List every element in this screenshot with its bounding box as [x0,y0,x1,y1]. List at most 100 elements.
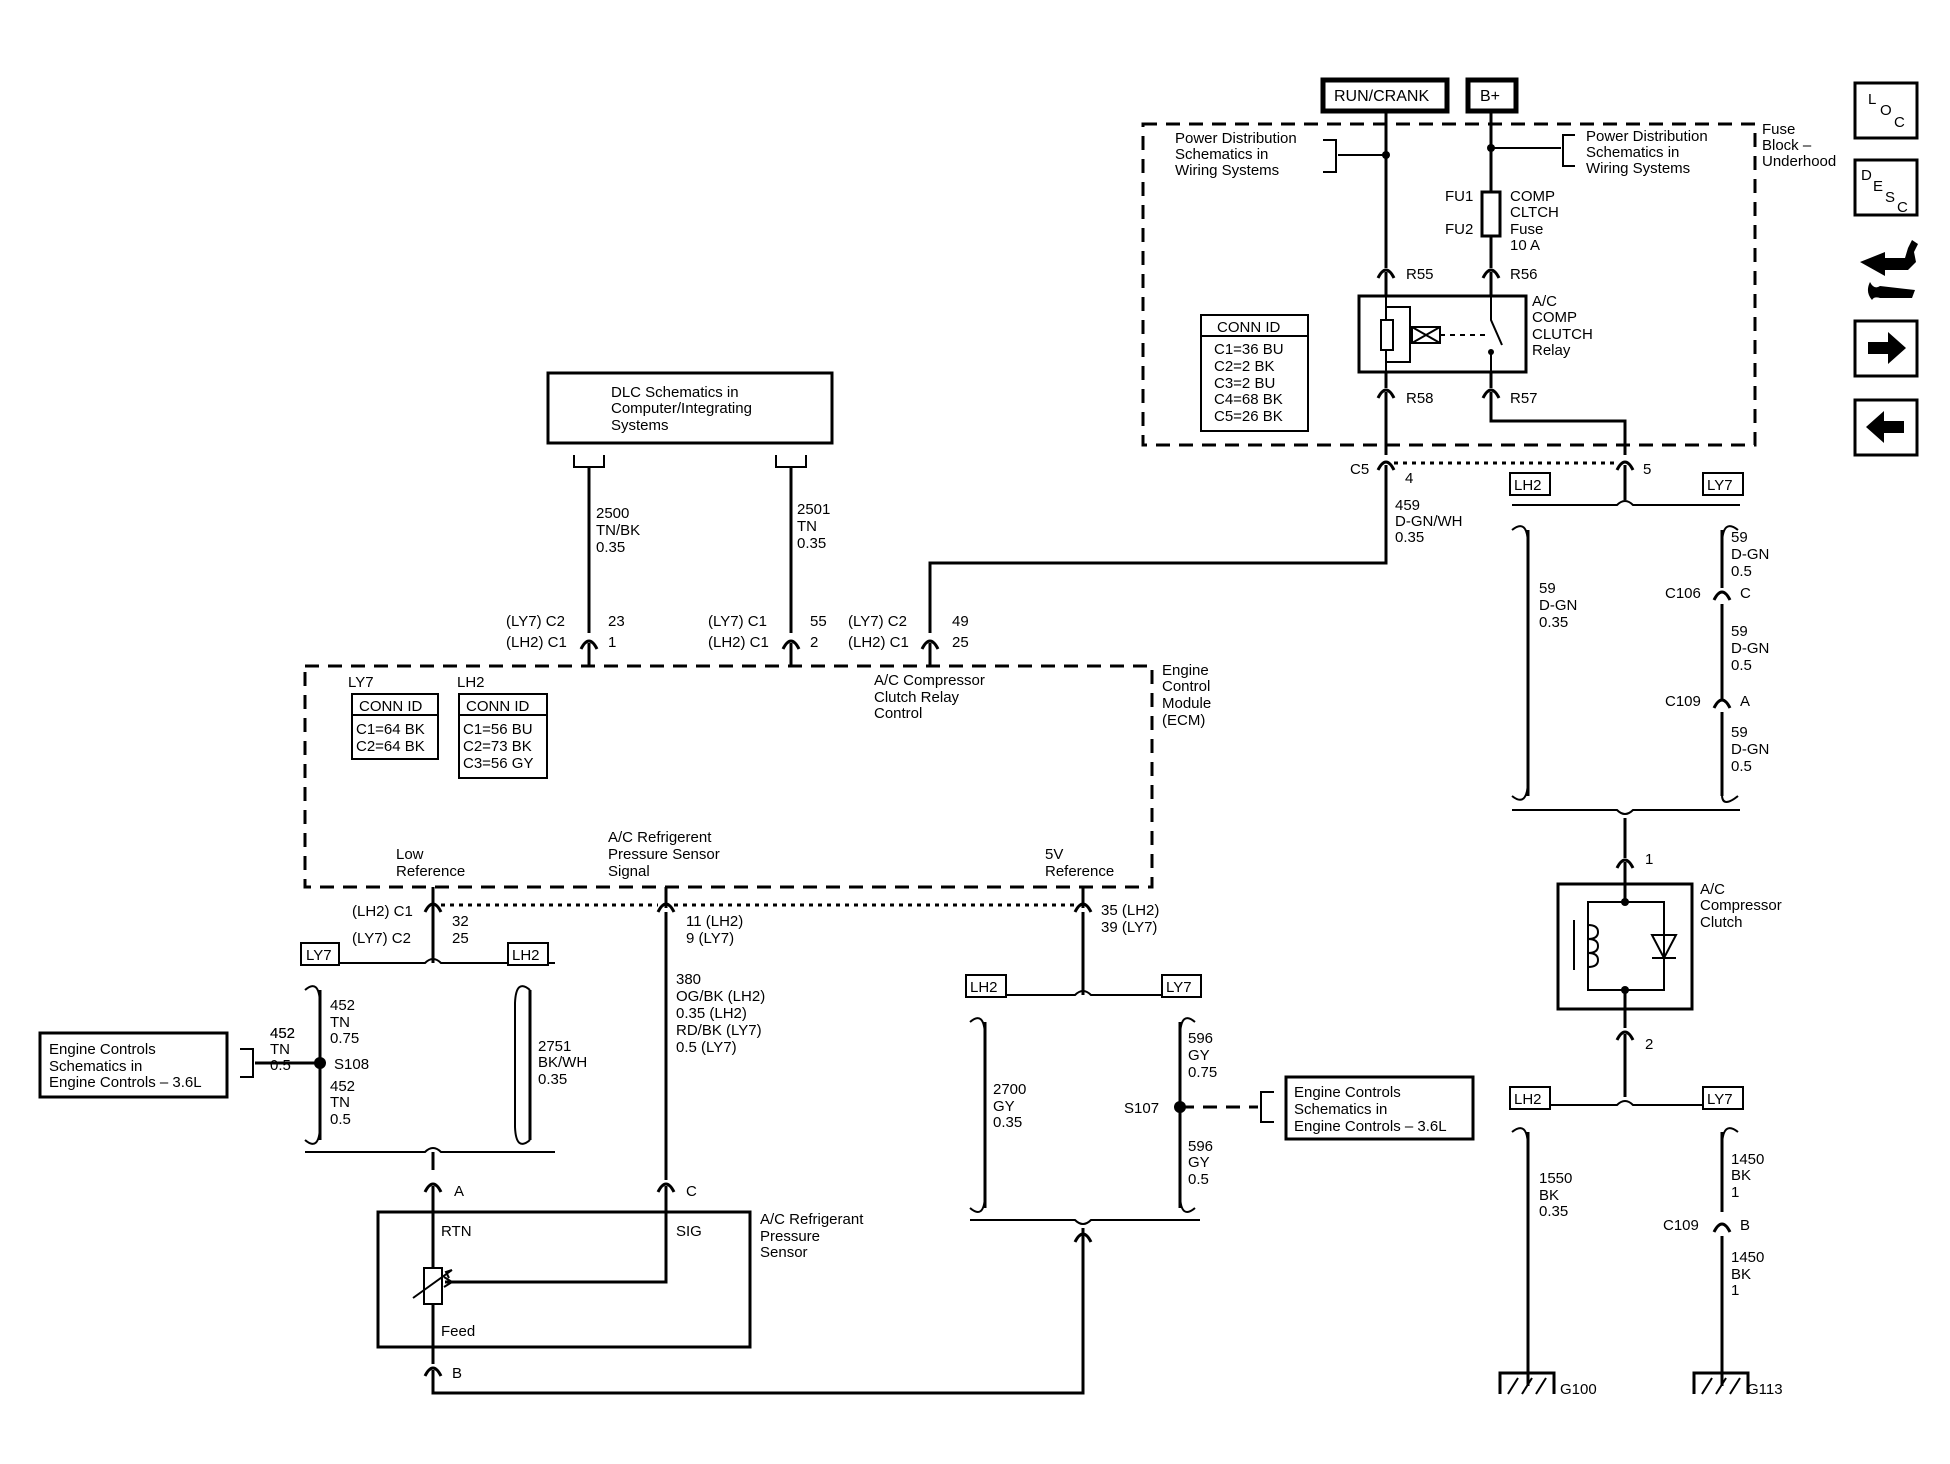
diagram-label: Module [1162,695,1211,712]
comp-clutch-relay: A/C COMP CLUTCH Relay [1357,293,1593,374]
low-reference-label: Low [396,846,424,863]
b-plus-label: B+ [1480,88,1500,105]
fuse-block-conn-id: CONN ID C1=36 BU C2=2 BK C3=2 BU C4=68 B… [1200,314,1309,432]
diagram-label: C3=2 BU [1214,375,1275,392]
diagram-label: BK [1731,1167,1751,1184]
diagram-label: 4 [1405,470,1413,487]
engine-controls-box-left: Engine Controls Schematics in Engine Con… [38,1031,229,1099]
diagram-label: B [1740,1217,1750,1234]
diagram-label: Clutch Relay [874,689,960,706]
description-button[interactable]: D E S C [1853,158,1919,217]
diagram-label: FU2 [1445,221,1473,238]
location-button[interactable]: L O C [1853,81,1919,140]
diagram-label: A/C Refrigerant [760,1211,864,1228]
diagram-label: G113 [1747,1381,1783,1398]
fuse-block-label: Fuse [1762,121,1795,138]
relay-control-label: A/C Compressor [874,672,985,689]
wire-452-bottom: 452 [330,1078,355,1095]
diagram-label: 0.5 [1731,758,1752,775]
diagram-label: 0.75 [1188,1064,1217,1081]
diagram-label: Pressure [760,1228,820,1245]
pd-right-label: Power Distribution [1586,128,1708,145]
diagram-label: 39 (LY7) [1101,919,1157,936]
diagram-label: OG/BK (LH2) [676,988,765,1005]
diagram-label: 0.5 [1188,1171,1209,1188]
diagram-label: Compressor [1700,897,1782,914]
diagram-label: D [1861,167,1872,184]
wire-452-left-line: 0.5 [270,1057,291,1074]
diagram-label: D-GN [1731,546,1769,563]
diagram-label: DLC Schematics in [611,384,739,401]
wire-452-left-line: TN [270,1041,290,1058]
diagram-label: 1 [608,634,616,651]
previous-page-button[interactable] [1853,398,1919,457]
diagram-label: Wiring Systems [1175,162,1279,179]
wire-452-left: 452 [270,1025,295,1042]
diagram-label: LY7 [306,947,332,964]
ground-g113: G113 [1692,1371,1783,1398]
diagram-label: Engine Controls – 3.6L [49,1074,202,1091]
diagram-label: R58 [1406,390,1434,407]
wire-2500-label: 2500 [596,505,629,522]
wire-59-segment-1: 59 [1731,529,1748,546]
ecm-label: Engine [1162,662,1209,679]
diagram-label: LY7 [1707,477,1733,494]
diagram-label: 0.35 [1395,529,1424,546]
diagram-label: S [1885,189,1895,206]
fuse-block-underhood: Fuse Block – Underhood [1141,121,1836,447]
diagram-label: C2=64 BK [356,738,425,755]
diagram-label: C2=2 BK [1214,358,1274,375]
wire-380-label: 380 [676,971,701,988]
diagram-label: C5 [1350,461,1369,478]
diagram-label: Pressure Sensor [608,846,720,863]
diagram-label: 9 (LY7) [686,930,734,947]
diagram-label: RD/BK (LY7) [676,1022,762,1039]
diagram-label: TN [330,1014,350,1031]
diagram-label: (LY7) C2 [848,613,907,630]
connector-tools-icon[interactable] [1860,240,1918,300]
diagram-label: 2 [810,634,818,651]
diagram-label: E [1873,178,1883,195]
sensor-signal-label: A/C Refrigerent [608,829,712,846]
diagram-label: C1=56 BU [463,721,533,738]
diagram-label: 0.5 (LY7) [676,1039,737,1056]
ecm-box: Engine Control Module (ECM) A/C Compress… [303,662,1211,889]
diagram-label: LH2 [1514,477,1542,494]
diagram-label: 23 [608,613,625,630]
ac-refrigerant-pressure-sensor: RTN SIG Feed A/C Refrigerant Pressure Se… [376,1210,864,1349]
diagram-label: S107 [1124,1100,1159,1117]
diagram-label: R56 [1510,266,1538,283]
diagram-label: 1 [1645,851,1653,868]
diagram-label: BK [1539,1187,1559,1204]
wire-1550-label: 1550 [1539,1170,1572,1187]
diagram-label: TN/BK [596,522,640,539]
wire-2751-label: 2751 [538,1038,571,1055]
diagram-label: 0.35 [1539,1203,1568,1220]
diagram-label: Engine Controls – 3.6L [1294,1118,1447,1135]
diagram-label: 25 [952,634,969,651]
pd-left-label: Power Distribution [1175,130,1297,147]
dlc-box: DLC Schematics in Computer/Integrating S… [546,371,834,445]
ref-5v-label: 5V [1045,846,1063,863]
diagram-label: Computer/Integrating [611,400,752,417]
wire-1450-segment-1: 1450 [1731,1151,1764,1168]
ground-g100: G100 [1498,1371,1597,1398]
relay-label: A/C [1532,293,1557,310]
diagram-label: R57 [1510,390,1538,407]
diagram-label: C109 [1663,1217,1699,1234]
diagram-label: LY7 [1707,1091,1733,1108]
diagram-label: D-GN/WH [1395,513,1463,530]
diagram-label: (LY7) C1 [708,613,767,630]
wire-59-lh2: 59 [1539,580,1556,597]
diagram-label: C1=64 BK [356,721,425,738]
diagram-label: FU1 [1445,188,1473,205]
next-page-button[interactable] [1853,319,1919,378]
diagram-label: D-GN [1731,741,1769,758]
diagram-label: R55 [1406,266,1434,283]
diagram-label: Reference [1045,863,1114,880]
diagram-label: 0.35 [538,1071,567,1088]
diagram-label: 10 A [1510,237,1540,254]
diagram-label: (LH2) C1 [708,634,769,651]
diagram-label: (LH2) C1 [848,634,909,651]
